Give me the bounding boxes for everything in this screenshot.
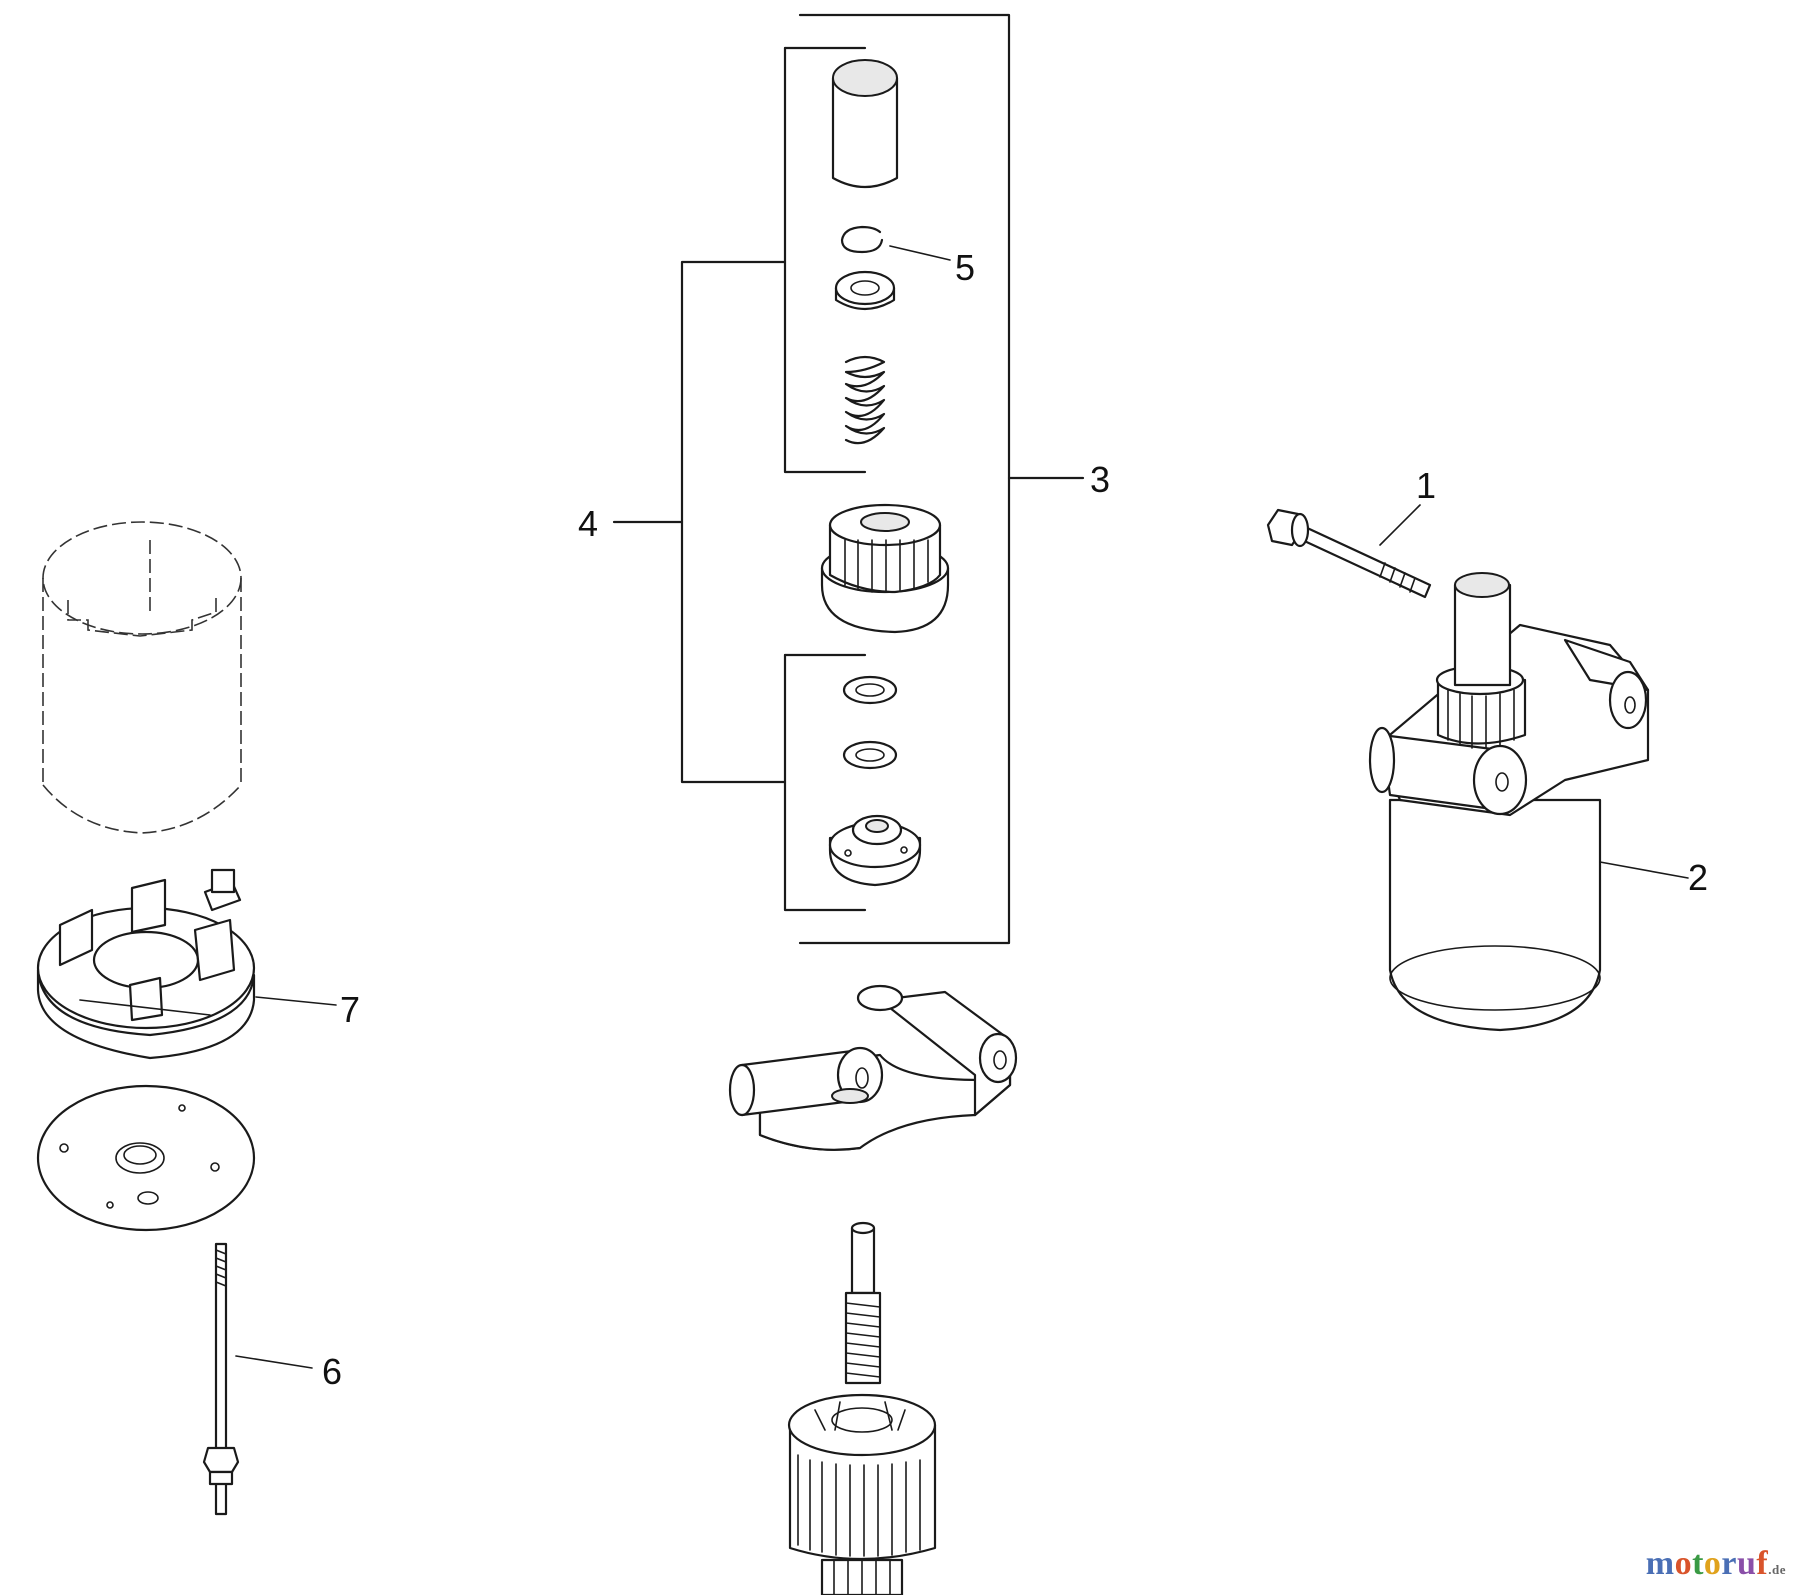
callout-4: 4 — [578, 503, 598, 544]
callout-1: 1 — [1416, 465, 1436, 506]
leader-6 — [235, 1355, 313, 1369]
end-plate — [36, 1084, 256, 1232]
leader-7 — [255, 996, 337, 1006]
motoruf-watermark: motoruf.de — [1646, 1545, 1786, 1583]
leader-2 — [1599, 861, 1689, 879]
washer-lower-1 — [842, 675, 898, 705]
brush-holder — [36, 868, 256, 1060]
drive-end-bracket — [728, 984, 1018, 1151]
flange-stop — [828, 814, 922, 887]
starter-motor — [1368, 572, 1650, 1032]
wm-letter-4: o — [1703, 1545, 1722, 1582]
wm-letter-2: o — [1674, 1545, 1693, 1582]
callout-7: 7 — [340, 989, 360, 1030]
retaining-ring — [840, 225, 884, 254]
spring — [844, 355, 886, 445]
callout-6: 6 — [322, 1351, 342, 1392]
sleeve — [831, 59, 899, 188]
wm-letter-5: r — [1721, 1545, 1737, 1582]
pinion-gear — [820, 503, 950, 634]
through-bolt — [202, 1242, 240, 1516]
callout-5: 5 — [955, 247, 975, 288]
callout-2: 2 — [1688, 857, 1708, 898]
washer-top — [834, 270, 896, 310]
leader-1 — [1379, 504, 1421, 546]
leader-5 — [889, 245, 951, 261]
bracket-assembly-4 — [612, 46, 867, 912]
wm-letter-7: f — [1756, 1545, 1769, 1582]
callout-3: 3 — [1090, 459, 1110, 500]
housing-dashed — [42, 521, 242, 834]
armature — [787, 1221, 937, 1595]
bracket-assembly-3 — [798, 13, 1085, 945]
wm-letter-3: t — [1692, 1545, 1704, 1582]
washer-lower-2 — [842, 740, 898, 770]
wm-letter-1: m — [1645, 1545, 1675, 1582]
wm-letter-6: u — [1737, 1545, 1757, 1582]
wm-tld: .de — [1768, 1562, 1786, 1577]
mounting-bolt — [1266, 508, 1432, 599]
